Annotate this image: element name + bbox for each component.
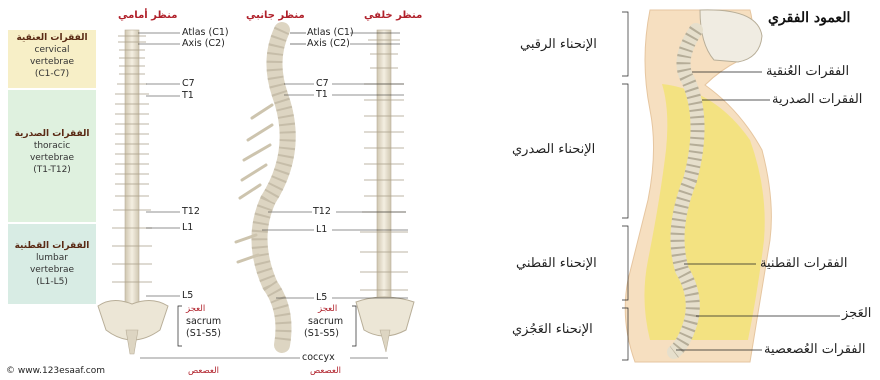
front-marker-l1: L1 (182, 222, 193, 233)
curve-cervical-label: الإنحناء الرقبي (520, 37, 597, 52)
mid-marker-l5: L5 (316, 292, 327, 303)
label-thoracic-vertebrae: الفقرات الصدرية (772, 92, 862, 107)
curve-sacral-label: الإنحناء العَجُزي (512, 322, 593, 337)
coccyx-en: coccyx (302, 352, 335, 363)
mid-marker-axis: Axis (C2) (307, 38, 350, 49)
front-sacrum-arabic: العجز (186, 304, 205, 315)
front-marker-t1: T1 (182, 90, 194, 101)
mid-marker-atlas: Atlas (C1) (307, 27, 354, 38)
mid-sacrum-arabic: العجز (318, 304, 337, 315)
mid-marker-t12: T12 (313, 206, 331, 217)
mid-sacrum-en: sacrum (308, 316, 343, 327)
front-marker-c7: C7 (182, 78, 195, 89)
curve-thoracic-label: الإنحناء الصدري (512, 142, 595, 157)
back-spine-illustration (356, 30, 414, 352)
front-marker-axis: Axis (C2) (182, 38, 225, 49)
credit-text: © www.123esaaf.com (6, 366, 105, 376)
curve-brackets (622, 12, 628, 360)
mid-sacrum-range: (S1-S5) (304, 328, 339, 339)
mid-marker-l1: L1 (316, 224, 327, 235)
front-marker-t12: T12 (182, 206, 200, 217)
mid-coccyx-arabic: العصعص (310, 366, 341, 377)
front-spine-illustration (98, 30, 168, 354)
right-panel-title: العمود الفقري (768, 10, 850, 26)
front-marker-l5: L5 (182, 290, 193, 301)
front-marker-atlas: Atlas (C1) (182, 27, 229, 38)
front-sacrum-range: (S1-S5) (186, 328, 221, 339)
front-coccyx-arabic: العصعص (188, 366, 219, 377)
label-coccyx: الفقرات العُصعصية (764, 342, 865, 357)
mid-marker-t1: T1 (316, 89, 328, 100)
mid-marker-c7: C7 (316, 78, 329, 89)
label-lumbar-vertebrae: الفقرات القطنية (760, 256, 848, 271)
label-cervical-vertebrae: الفقرات العُنقية (766, 64, 849, 79)
skull-shape (700, 10, 762, 62)
curve-lumbar-label: الإنحناء القطني (516, 256, 597, 271)
front-sacrum-en: sacrum (186, 316, 221, 327)
label-sacrum: العَجز (842, 306, 871, 321)
